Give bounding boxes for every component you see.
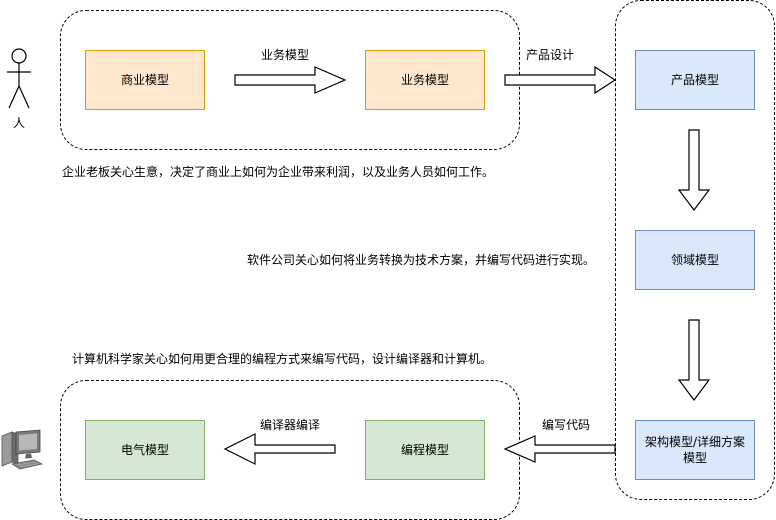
commercial-model-box: 商业模型 — [85, 50, 205, 110]
arrow-commercial-to-business — [234, 66, 347, 94]
arrow-architecture-to-coding — [503, 435, 616, 463]
product-model-box: 产品模型 — [635, 50, 755, 110]
edge-label-product-design: 产品设计 — [526, 48, 575, 62]
person-label: 人 — [13, 116, 26, 130]
arrow-product-to-domain — [677, 129, 711, 211]
product-group — [615, 0, 775, 500]
architecture-model-box: 架构模型/详细方案模型 — [635, 420, 755, 480]
edge-label-compiler: 编译器编译 — [260, 418, 321, 432]
person-icon — [7, 48, 31, 109]
edge-label-write-code: 编写代码 — [542, 418, 591, 432]
arrow-coding-to-electrical — [223, 433, 336, 465]
electrical-model-box: 电气模型 — [85, 420, 205, 480]
domain-model-box: 领域模型 — [635, 230, 755, 290]
business-model-box: 业务模型 — [365, 50, 485, 110]
coding-model-box: 编程模型 — [365, 420, 485, 480]
note-computer-scientist: 计算机科学家关心如何用更合理的编程方式来编写代码，设计编译器和计算机。 — [72, 352, 493, 366]
computer-icon — [1, 429, 44, 470]
arrow-business-to-product — [504, 65, 617, 95]
note-software-company: 软件公司关心如何将业务转换为技术方案，并编写代码进行实现。 — [247, 253, 596, 267]
edge-label-business-model: 业务模型 — [261, 48, 310, 62]
note-boss: 企业老板关心生意，决定了商业上如何为企业带来利润，以及业务人员如何工作。 — [62, 165, 495, 179]
arrow-domain-to-architecture — [677, 319, 711, 401]
